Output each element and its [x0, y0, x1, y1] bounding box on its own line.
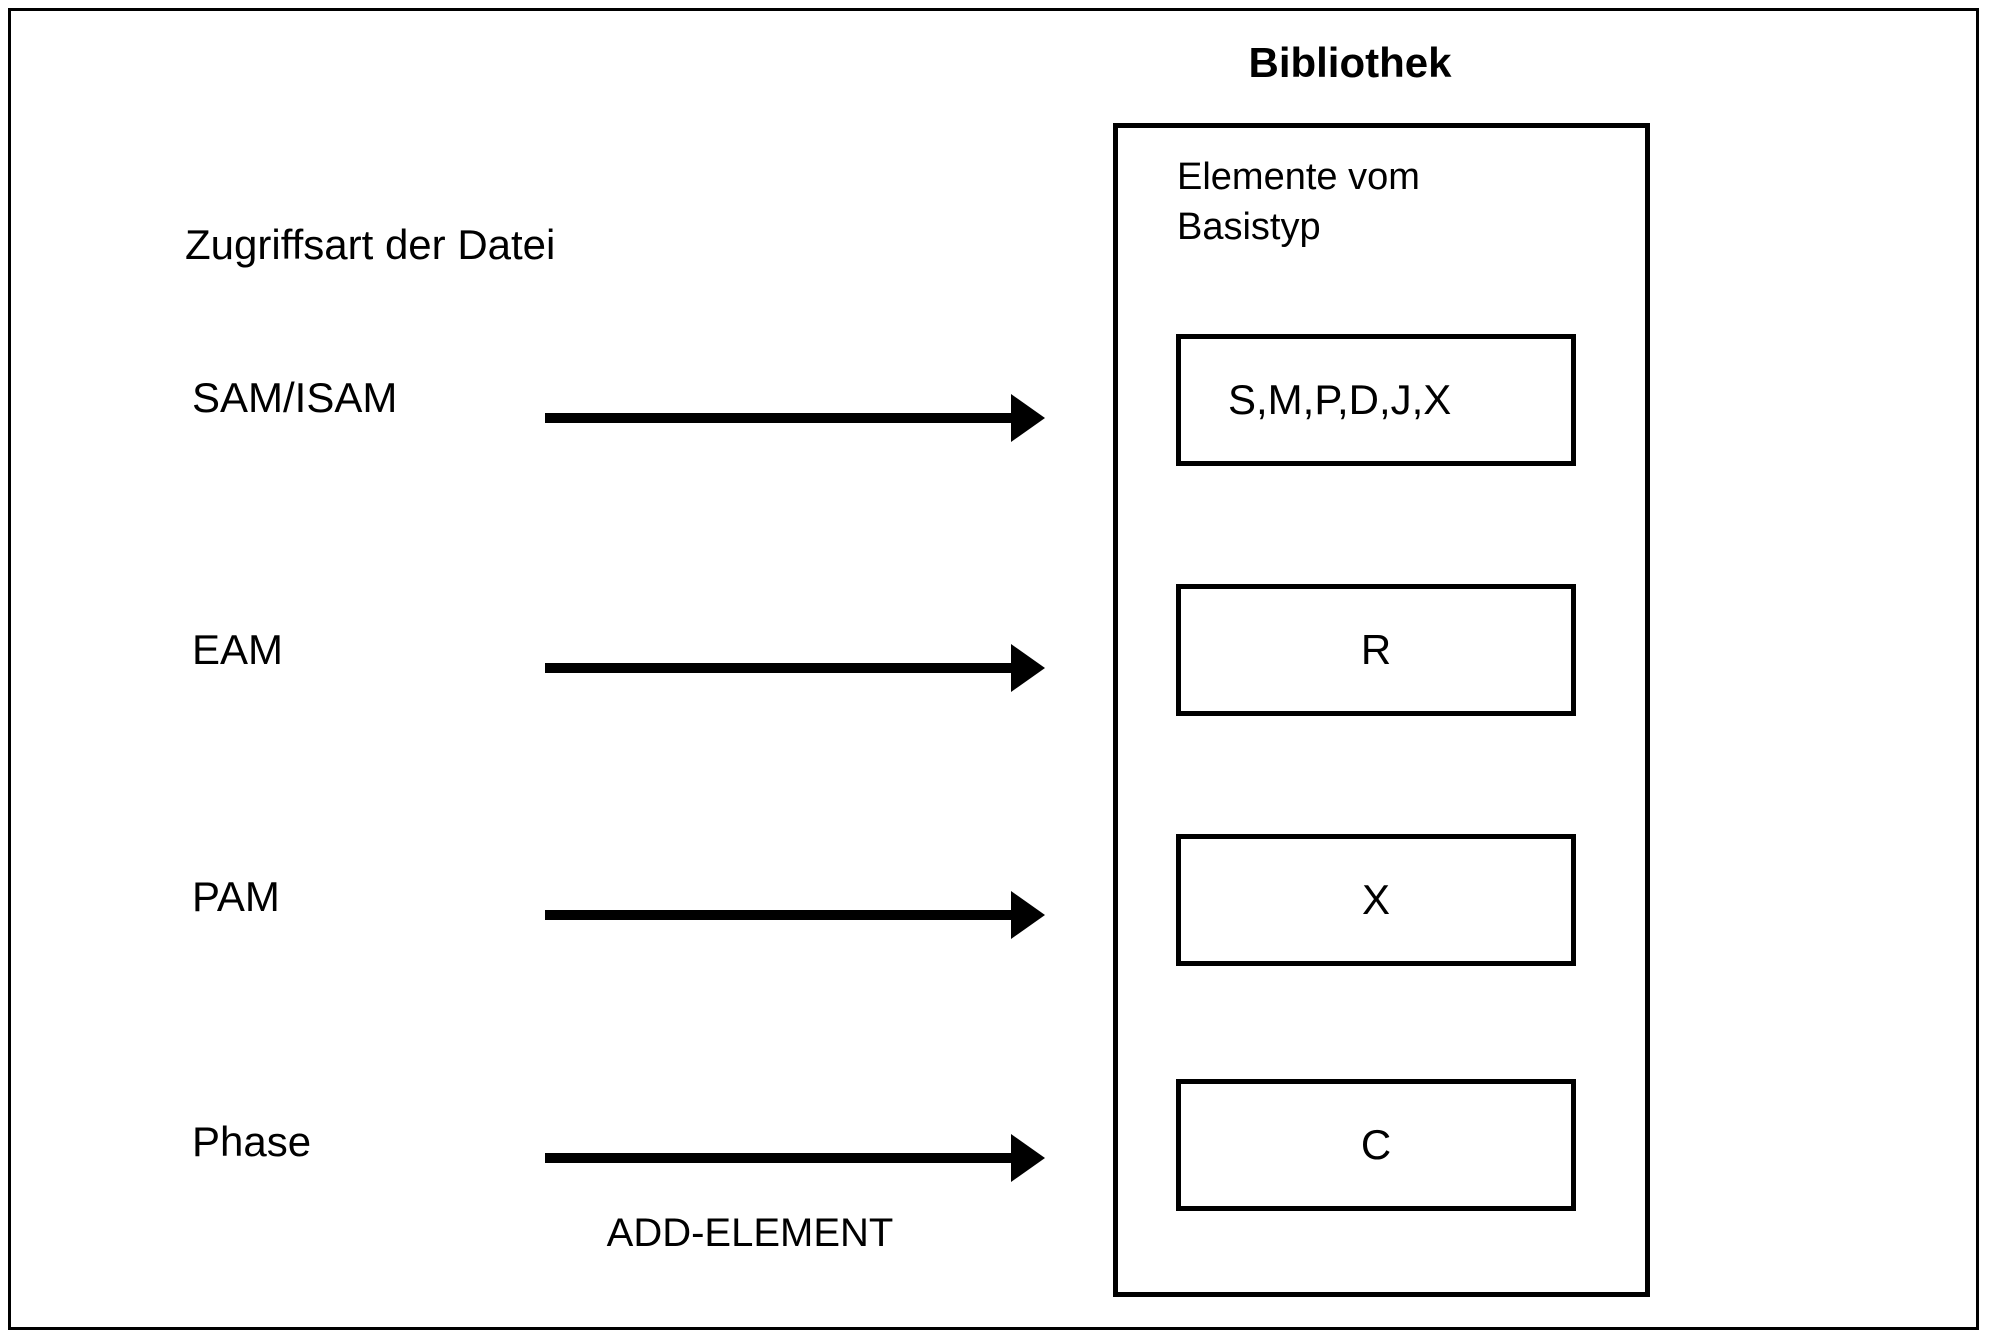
arrow-sam-isam-icon — [545, 394, 1045, 442]
element-types-eam: R — [1360, 626, 1392, 673]
arrow-head-icon — [1011, 891, 1045, 939]
access-method-label-pam: PAM — [192, 873, 280, 920]
element-types-phase: C — [1360, 1121, 1392, 1168]
arrow-shaft — [545, 1153, 1012, 1163]
left-column-heading: Zugriffsart der Datei — [185, 221, 556, 268]
access-method-label-sam-isam: SAM/ISAM — [192, 374, 398, 421]
library-box — [1113, 123, 1650, 1297]
arrow-shaft — [545, 413, 1012, 423]
library-heading: Elemente vom Basistyp — [1177, 152, 1420, 252]
element-types-pam: X — [1361, 876, 1390, 923]
arrow-shaft — [545, 663, 1012, 673]
add-element-command-label: ADD-ELEMENT — [606, 1211, 894, 1255]
library-heading-line1: Elemente vom — [1177, 156, 1420, 198]
outer-frame — [8, 8, 1979, 1330]
element-types-sam-isam: S,M,P,D,J,X — [1228, 376, 1452, 423]
arrow-shaft — [545, 910, 1012, 920]
access-method-label-eam: EAM — [192, 626, 284, 673]
diagram-title: Bibliothek — [1248, 39, 1452, 86]
arrow-pam-icon — [545, 891, 1045, 939]
access-method-label-phase: Phase — [192, 1118, 312, 1165]
element-box-eam: R — [1176, 584, 1576, 716]
element-box-phase: C — [1176, 1079, 1576, 1211]
element-box-pam: X — [1176, 834, 1576, 966]
library-heading-line2: Basistyp — [1177, 206, 1321, 248]
element-box-sam-isam: S,M,P,D,J,X — [1176, 334, 1576, 466]
arrow-head-icon — [1011, 644, 1045, 692]
arrow-head-icon — [1011, 1134, 1045, 1182]
arrow-eam-icon — [545, 644, 1045, 692]
arrow-head-icon — [1011, 394, 1045, 442]
arrow-phase-icon — [545, 1134, 1045, 1182]
